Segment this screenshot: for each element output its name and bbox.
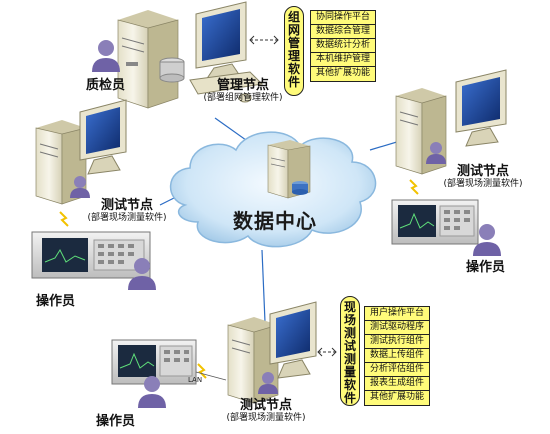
inspector-person-icon bbox=[92, 40, 120, 72]
bottom-instrument bbox=[111, 339, 197, 385]
management-title-char: 理 bbox=[287, 49, 300, 63]
management-title-char: 组 bbox=[287, 10, 300, 24]
management-title-char: 网 bbox=[287, 23, 300, 37]
management-node-note: (部署组网管理软件) bbox=[203, 93, 283, 103]
left-operator-small-icon bbox=[70, 176, 90, 198]
bottom-lan-wireless-icon bbox=[195, 363, 227, 381]
left-instrument bbox=[31, 231, 151, 279]
right-operator-person-icon bbox=[473, 224, 501, 256]
link-bottom-node bbox=[261, 249, 266, 323]
field-title-char: 场 bbox=[343, 313, 356, 327]
management-link-arrow bbox=[249, 35, 279, 45]
management-pc bbox=[117, 1, 264, 109]
field-title-char: 现 bbox=[343, 300, 356, 314]
left-test-node-note: (部署现场测量软件) bbox=[87, 213, 167, 223]
software-item: 报表生成组件 bbox=[365, 377, 429, 391]
management-software-title: 组 网 管 理 软 件 bbox=[284, 6, 304, 96]
right-test-node-name: 测试节点 bbox=[456, 164, 509, 179]
management-software-list: 协同操作平台 数据综合管理 数据统计分析 本机维护管理 其他扩展功能 bbox=[310, 10, 376, 82]
field-title-char: 软 bbox=[343, 378, 356, 392]
software-item: 测试驱动程序 bbox=[365, 321, 429, 335]
left-test-node-label: 测试节点 (部署现场测量软件) bbox=[72, 198, 182, 224]
left-test-node-name: 测试节点 bbox=[100, 198, 153, 213]
bottom-test-node-note: (部署现场测量软件) bbox=[226, 413, 306, 423]
software-item: 协同操作平台 bbox=[311, 11, 375, 25]
management-title-char: 件 bbox=[287, 75, 300, 89]
right-operator-small-icon bbox=[426, 142, 446, 164]
field-software-title: 现 场 测 试 测 量 软 件 bbox=[340, 296, 360, 406]
field-title-char: 测 bbox=[343, 352, 356, 366]
software-item: 数据统计分析 bbox=[311, 39, 375, 53]
right-test-node-label: 测试节点 (部署现场测量软件) bbox=[428, 164, 538, 190]
software-item: 测试执行组件 bbox=[365, 335, 429, 349]
lan-label: LAN bbox=[188, 376, 203, 384]
inspector-label: 质检员 bbox=[86, 78, 126, 93]
field-title-char: 量 bbox=[343, 365, 356, 379]
right-test-pc bbox=[395, 69, 507, 175]
left-operator-label: 操作员 bbox=[36, 294, 76, 309]
data-center-server bbox=[267, 140, 311, 199]
software-item: 其他扩展功能 bbox=[369, 392, 424, 402]
left-operator-person-icon bbox=[128, 258, 156, 290]
software-item: 数据上传组件 bbox=[365, 349, 429, 363]
software-item: 分析评估组件 bbox=[365, 363, 429, 377]
field-software-list: 用户操作平台 测试驱动程序 测试执行组件 数据上传组件 分析评估组件 报表生成组… bbox=[364, 306, 430, 406]
field-title-char: 试 bbox=[343, 339, 356, 353]
field-title-char: 件 bbox=[343, 391, 356, 405]
bottom-test-node-label: 测试节点 (部署现场测量软件) bbox=[206, 398, 326, 424]
software-item: 用户操作平台 bbox=[365, 307, 429, 321]
management-node-name: 管理节点 bbox=[216, 78, 269, 93]
left-test-pc bbox=[35, 99, 127, 205]
right-wireless-icon bbox=[409, 179, 419, 195]
management-title-char: 软 bbox=[287, 62, 300, 76]
bottom-test-node-name: 测试节点 bbox=[239, 398, 292, 413]
wireless-icon bbox=[59, 211, 69, 227]
bottom-operator-label: 操作员 bbox=[96, 414, 136, 429]
bottom-operator-person-icon bbox=[138, 376, 166, 408]
management-node-label: 管理节点 (部署组网管理软件) bbox=[188, 78, 298, 104]
right-instrument bbox=[391, 199, 479, 245]
software-item: 数据综合管理 bbox=[311, 25, 375, 39]
data-center-title: 数据中心 bbox=[233, 209, 317, 233]
software-item: 其他扩展功能 bbox=[315, 68, 370, 78]
software-item: 本机维护管理 bbox=[311, 53, 375, 67]
field-title-char: 测 bbox=[343, 326, 356, 340]
right-operator-label: 操作员 bbox=[466, 260, 506, 275]
right-test-node-note: (部署现场测量软件) bbox=[443, 179, 523, 189]
bottom-link-arrow bbox=[317, 347, 337, 357]
management-title-char: 管 bbox=[287, 36, 300, 50]
bottom-test-pc bbox=[227, 301, 317, 404]
bottom-operator-small-icon bbox=[258, 372, 278, 394]
